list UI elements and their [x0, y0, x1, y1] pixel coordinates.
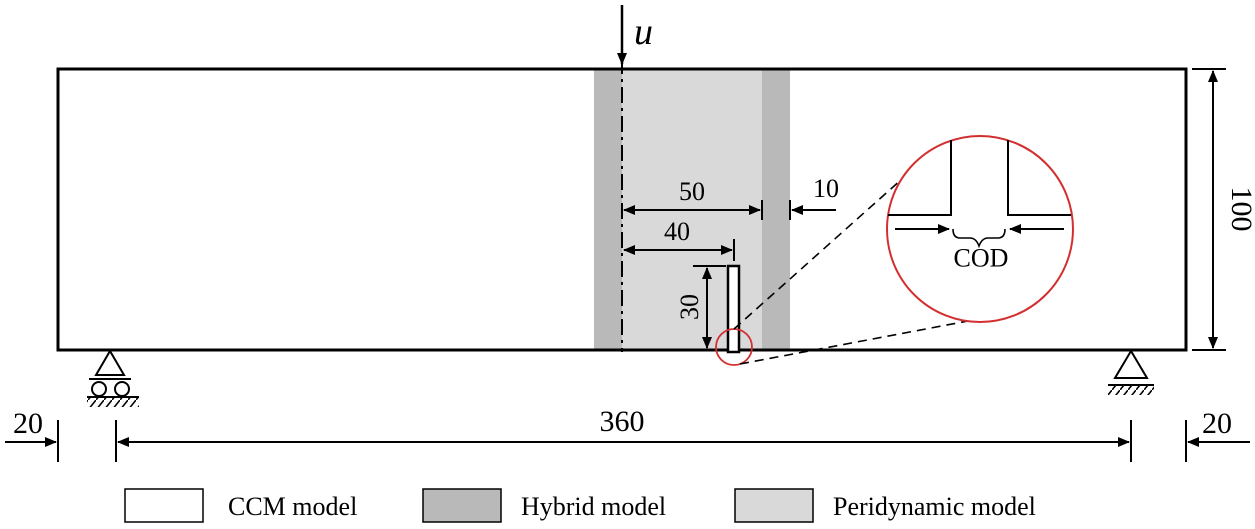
detail-crack	[888, 140, 1071, 216]
dim-50-label: 50	[679, 177, 705, 206]
dim-100-label: 100	[1225, 187, 1255, 232]
legend-label-peridynamic: Peridynamic model	[833, 492, 1036, 521]
legend-swatch-peridynamic	[734, 488, 814, 523]
dim-10-label: 10	[813, 174, 839, 203]
legend-label-hybrid: Hybrid model	[521, 492, 666, 521]
roller-support	[87, 349, 139, 407]
load-label: u	[634, 11, 653, 53]
dim-40-label: 40	[664, 217, 690, 246]
hybrid-region-right	[762, 69, 790, 350]
notch	[726, 264, 741, 354]
hybrid-region-left	[594, 69, 622, 350]
legend: CCM model Hybrid model Peridynamic model	[124, 488, 1036, 523]
dim-20-right-label: 20	[1202, 407, 1232, 440]
connector-line-bottom	[739, 317, 985, 365]
pin-support	[1108, 349, 1154, 395]
legend-swatch-ccm	[124, 488, 204, 523]
dim-20-left-label: 20	[13, 407, 43, 440]
legend-label-ccm: CCM model	[228, 492, 357, 521]
cod-label: COD	[954, 243, 1009, 272]
connector-line-top	[733, 169, 913, 330]
dim-30-label: 30	[675, 294, 704, 320]
cod-brace	[952, 228, 1006, 249]
dim-360-label: 360	[600, 405, 645, 438]
legend-swatch-hybrid	[422, 488, 502, 523]
zoom-circle-large	[886, 135, 1074, 323]
